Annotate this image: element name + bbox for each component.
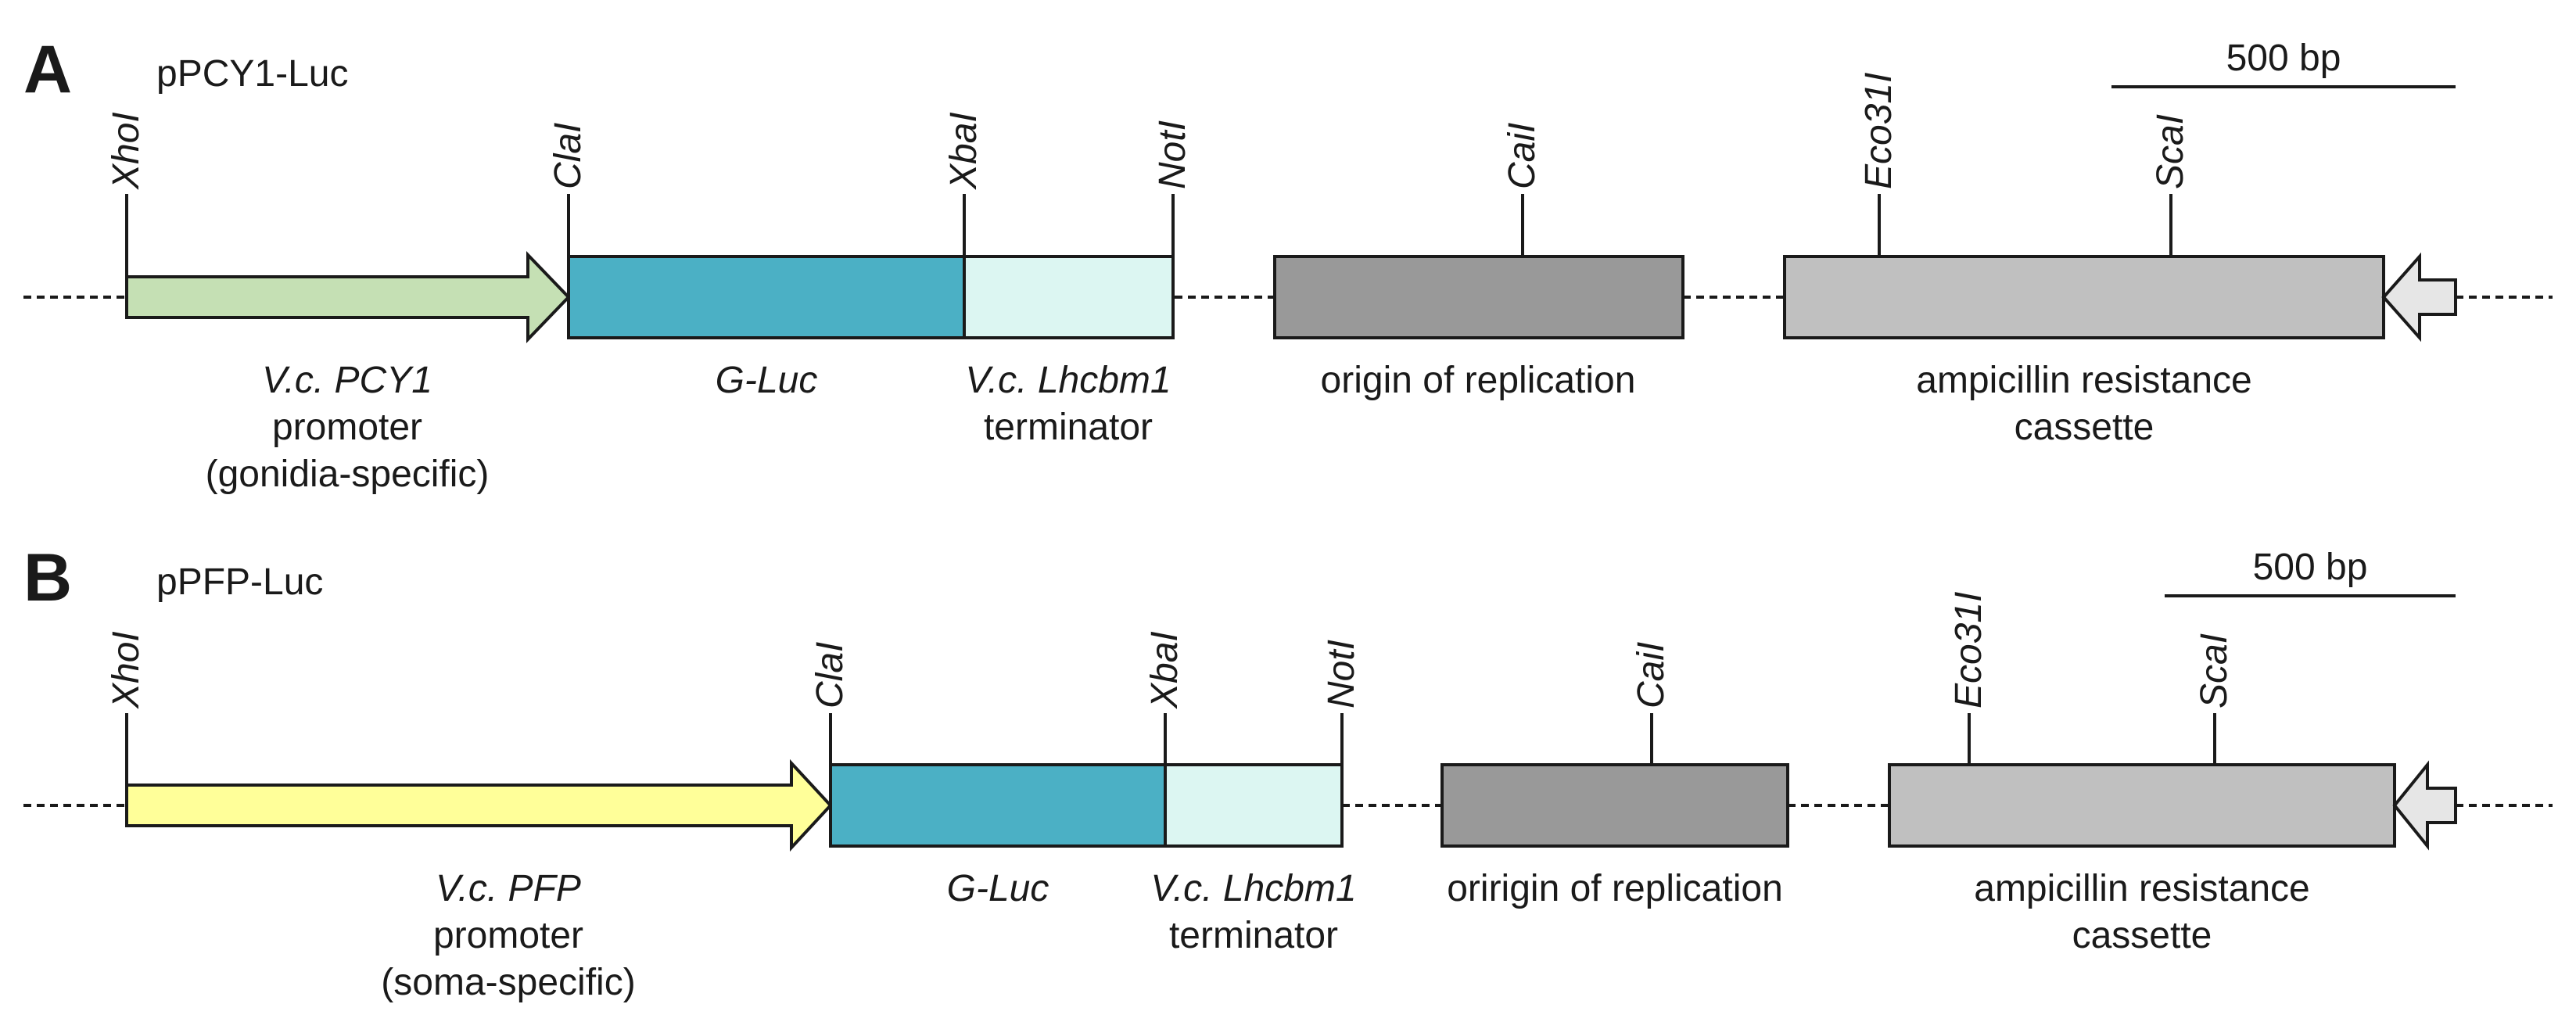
promoter-label: promoter	[272, 407, 422, 448]
terminator-box	[1164, 763, 1344, 848]
terminator-label: terminator	[1169, 915, 1338, 956]
amp-box	[1888, 763, 2396, 848]
origin-box	[1440, 763, 1789, 848]
terminator-label: V.c. Lhcbm1	[965, 360, 1171, 401]
amp-direction-arrow	[2381, 252, 2457, 342]
promoter-label-part: V.c. PCY1	[262, 360, 432, 401]
amp-box	[1783, 255, 2385, 339]
site-label: NotI	[1152, 120, 1193, 189]
gluc-box	[567, 255, 966, 339]
gluc-box	[829, 763, 1167, 848]
site-label: CaiI	[1501, 123, 1543, 189]
gluc-label: G-Luc	[947, 868, 1049, 909]
site-label: CaiI	[1631, 642, 1672, 708]
promoter-label: (gonidia-specific)	[206, 454, 490, 495]
gluc-label: G-Luc	[716, 360, 818, 401]
amp-label: cassette	[2072, 915, 2212, 956]
scale-bar-label: 500 bp	[2226, 38, 2341, 79]
amp-label-part: cassette	[2072, 915, 2212, 956]
promoter-arrow	[125, 251, 571, 343]
terminator-box	[963, 255, 1175, 339]
gluc-label-part: G-Luc	[716, 360, 818, 401]
amp-label: ampicillin resistance	[1916, 360, 2252, 401]
scale-bar-label: 500 bp	[2253, 547, 2368, 588]
amp-direction-arrow	[2392, 760, 2457, 851]
amp-label-part: cassette	[2015, 407, 2154, 448]
origin-label-part: origin of replication	[1321, 360, 1636, 401]
plasmid-name: pPCY1-Luc	[156, 53, 348, 95]
site-label: NotI	[1321, 640, 1362, 708]
terminator-label-part: terminator	[984, 407, 1153, 448]
terminator-label: terminator	[984, 407, 1153, 448]
terminator-label: V.c. Lhcbm1	[1150, 868, 1356, 909]
promoter-label-part: promoter	[433, 915, 583, 956]
promoter-label-part: (gonidia-specific)	[206, 454, 490, 495]
gluc-label-part: G-Luc	[947, 868, 1049, 909]
origin-box	[1273, 255, 1684, 339]
promoter-label-part: (soma-specific)	[381, 962, 635, 1003]
site-label: ClaI	[547, 123, 589, 189]
amp-label: ampicillin resistance	[1974, 868, 2310, 909]
origin-label: oririgin of replication	[1447, 868, 1783, 909]
amp-label-part: ampicillin resistance	[1916, 360, 2252, 401]
plasmid-name: pPFP-Luc	[156, 561, 323, 603]
amp-label: cassette	[2015, 407, 2154, 448]
terminator-label-part: terminator	[1169, 915, 1338, 956]
site-label: XbaI	[1144, 631, 1186, 709]
site-label: XbaI	[943, 112, 985, 190]
promoter-label: V.c. PCY1	[262, 360, 432, 401]
site-label: ScaI	[2194, 633, 2235, 708]
site-label: ScaI	[2150, 114, 2191, 189]
site-label: Eco31I	[1858, 73, 1900, 189]
promoter-label-part: promoter	[272, 407, 422, 448]
panel-letter: A	[23, 32, 72, 107]
promoter-label: (soma-specific)	[381, 962, 635, 1003]
terminator-label-part: V.c. Lhcbm1	[1150, 868, 1356, 909]
site-label: XhoI	[106, 631, 147, 709]
promoter-arrow	[125, 758, 833, 852]
site-label: ClaI	[809, 642, 851, 708]
amp-label-part: ampicillin resistance	[1974, 868, 2310, 909]
promoter-label: V.c. PFP	[436, 868, 581, 909]
panel-letter: B	[23, 540, 72, 615]
promoter-label-part: V.c. PFP	[436, 868, 581, 909]
terminator-label-part: V.c. Lhcbm1	[965, 360, 1171, 401]
promoter-label: promoter	[433, 915, 583, 956]
site-label: XhoI	[106, 112, 147, 190]
site-label: Eco31I	[1948, 592, 1989, 708]
origin-label-part: oririgin of replication	[1447, 868, 1783, 909]
origin-label: origin of replication	[1321, 360, 1636, 401]
